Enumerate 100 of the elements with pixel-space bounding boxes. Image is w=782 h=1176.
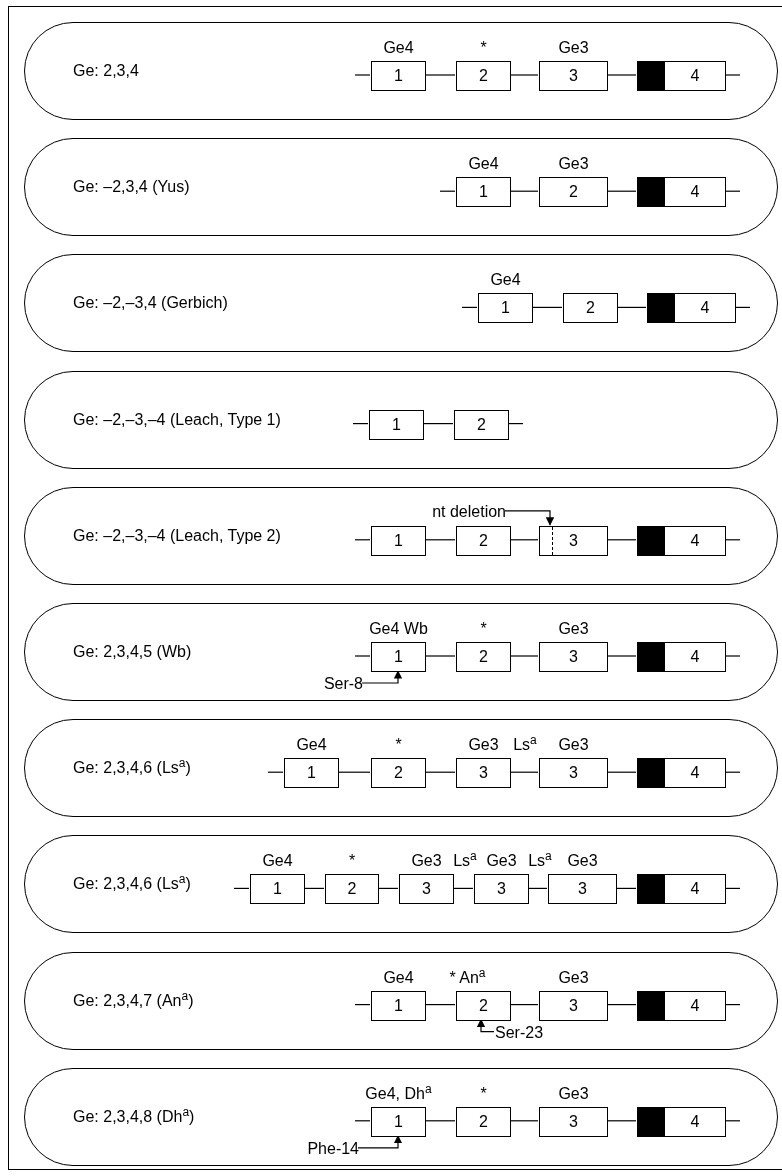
intron-line — [616, 306, 647, 308]
exon-box: 1 — [371, 525, 426, 556]
exon-box: 3 — [539, 990, 608, 1021]
leader-arrow — [476, 1018, 495, 1033]
exon-annotation: Ge4 — [383, 38, 414, 58]
residue-label: Ser-8 — [323, 674, 363, 694]
exon-box: 4 — [637, 1106, 726, 1137]
intron-line — [509, 74, 539, 76]
genotype-label: Ge: –2,–3,4 (Gerbich) — [73, 293, 228, 314]
exon-box: 3 — [539, 1106, 608, 1137]
exon-annotation: Ge4 Wb — [369, 619, 428, 639]
exon-box: 2 — [456, 990, 511, 1021]
exon-annotation: * — [395, 735, 402, 756]
exon-annotation: Ge4 — [296, 735, 327, 756]
intron-line — [606, 655, 637, 657]
genotype-label: Ge: –2,–3,–4 (Leach, Type 2) — [73, 525, 281, 546]
intron-line — [509, 1004, 539, 1006]
exon-box: 2 — [563, 293, 618, 324]
exon-box: 2 — [456, 642, 511, 672]
intron-line — [422, 423, 454, 425]
exon-box: 4 — [637, 642, 726, 672]
intron-line — [337, 771, 371, 773]
exon-box: 4 — [647, 293, 736, 324]
exon-box: 1 — [371, 990, 426, 1021]
intron-line — [303, 887, 325, 889]
intron-line — [606, 1120, 637, 1122]
exon-annotation: Ge3 — [558, 1083, 589, 1104]
residue-label: nt deletion — [432, 501, 506, 522]
exon-box: 2 — [456, 525, 511, 556]
exon-annotation: Ge3 — [468, 735, 499, 756]
genotype-label: Ge: 2,3,4,7 (An$^{a}$) — [73, 988, 194, 1011]
genotype-label: Ge: 2,3,4,5 (Wb) — [73, 642, 192, 662]
intron-line — [452, 887, 474, 889]
intron-line — [424, 771, 456, 773]
exon-box: 4 — [637, 874, 726, 905]
exon-annotation: Ge3 — [567, 851, 598, 872]
exon-box: 2 — [456, 1106, 511, 1137]
intron-line — [509, 771, 539, 773]
exon-annotation: * — [348, 851, 356, 872]
intron-line — [424, 1004, 456, 1006]
exon-box: 3 — [456, 758, 511, 789]
exon-annotation: Ge3 — [558, 735, 589, 756]
exon-box: 2 — [454, 409, 509, 440]
exon-box: 1 — [371, 61, 426, 91]
exon-annotation: * An$^{a}$ — [449, 967, 486, 988]
intron-line — [509, 190, 539, 192]
intron-line — [424, 1120, 456, 1122]
exon-box: 4 — [637, 61, 726, 91]
intron-line — [527, 887, 548, 889]
leader-arrow — [504, 510, 555, 526]
exon-annotation: * — [480, 619, 487, 639]
exon-box: 3 — [539, 758, 608, 789]
intron-line — [509, 1120, 539, 1122]
intron-line — [509, 539, 539, 541]
exon-box: 4 — [637, 758, 726, 789]
genotype-label: Ge: 2,3,4,6 (Ls$^{a}$) — [73, 756, 191, 779]
genotype-label: Ge: –2,–3,–4 (Leach, Type 1) — [73, 409, 281, 430]
intron-line — [606, 1004, 637, 1006]
intron-line — [606, 74, 637, 76]
intron-line — [424, 539, 456, 541]
exon-box: 3 — [539, 525, 608, 556]
antigen-label: Ls$^{a}$ — [453, 851, 477, 872]
exon-box: 3 — [474, 874, 529, 905]
exon-box: 3 — [399, 874, 454, 905]
intron-line — [606, 539, 637, 541]
intron-line — [606, 190, 637, 192]
leader-arrow — [357, 1134, 403, 1149]
exon-box: 4 — [637, 177, 726, 208]
exon-box: 2 — [539, 177, 608, 208]
exon-box: 1 — [456, 177, 511, 208]
residue-label: Ser-23 — [495, 1022, 544, 1043]
exon-box: 1 — [250, 874, 305, 905]
exon-box: 1 — [369, 409, 424, 440]
genotype-label: Ge: –2,3,4 (Yus) — [73, 177, 190, 198]
antigen-label: Ls$^{a}$ — [513, 735, 537, 756]
antigen-label: Ls$^{a}$ — [528, 851, 552, 872]
exon-annotation: Ge3 — [558, 154, 589, 175]
exon-box: 4 — [637, 525, 726, 556]
residue-label: Phe-14 — [307, 1138, 359, 1159]
genotype-label: Ge: 2,3,4 — [73, 61, 139, 81]
exon-box: 2 — [325, 874, 379, 905]
exon-box: 2 — [456, 61, 511, 91]
exon-box: 3 — [539, 61, 608, 91]
intron-line — [377, 887, 399, 889]
intron-line — [606, 771, 637, 773]
genotype-label: Ge: 2,3,4,6 (Ls$^{a}$) — [73, 872, 191, 895]
exon-annotation: Ge3 — [558, 967, 589, 988]
exon-annotation: Ge3 — [411, 851, 442, 872]
intron-line — [509, 655, 539, 657]
exon-annotation: Ge3 — [486, 851, 517, 872]
exon-annotation: Ge4 — [383, 967, 414, 988]
exon-box: 3 — [548, 874, 617, 905]
intron-line — [424, 655, 456, 657]
exon-annotation: * — [480, 1083, 487, 1104]
leader-arrow — [361, 670, 403, 684]
intron-line — [615, 887, 637, 889]
exon-annotation: * — [480, 38, 487, 58]
genotype-label: Ge: 2,3,4,8 (Dh$^{a}$) — [73, 1104, 195, 1127]
exon-annotation: Ge4, Dh$^{a}$ — [365, 1083, 432, 1104]
intron-line — [424, 74, 456, 76]
